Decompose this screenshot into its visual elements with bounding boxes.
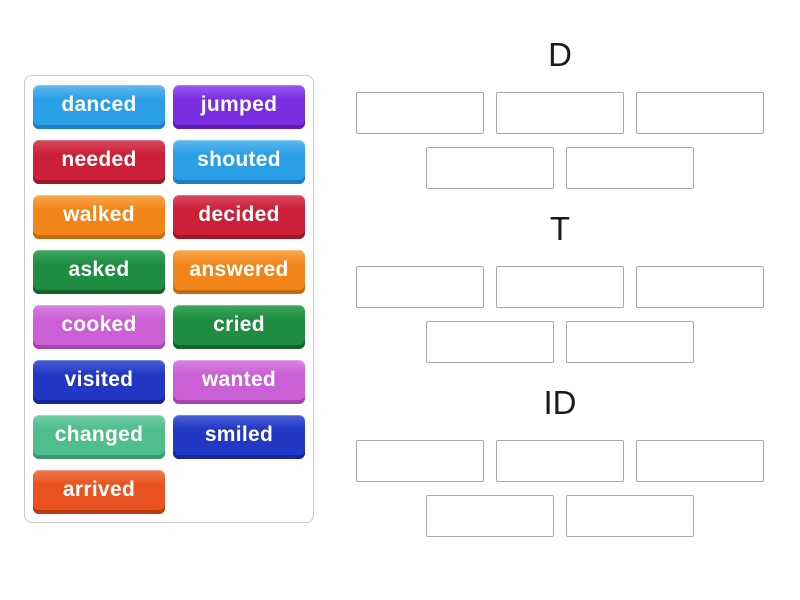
word-tile-label: asked	[68, 258, 130, 281]
drop-slot[interactable]	[426, 321, 554, 363]
word-tile[interactable]: danced	[33, 85, 165, 129]
word-tile[interactable]: needed	[33, 140, 165, 184]
slot-row	[350, 440, 770, 482]
slot-row	[350, 495, 770, 537]
drop-slot[interactable]	[356, 92, 484, 134]
word-tile[interactable]: arrived	[33, 470, 165, 514]
word-tile-label: jumped	[200, 93, 278, 116]
group-section: D	[350, 34, 770, 189]
word-tile-label: visited	[64, 368, 134, 391]
drop-slot[interactable]	[566, 321, 694, 363]
word-tile[interactable]: decided	[173, 195, 305, 239]
word-tile[interactable]: wanted	[173, 360, 305, 404]
group-title: ID	[543, 384, 577, 421]
groups-board: D T ID	[350, 34, 770, 556]
drop-slot[interactable]	[636, 440, 764, 482]
word-tile[interactable]: visited	[33, 360, 165, 404]
slot-row	[350, 147, 770, 189]
group-title: D	[548, 36, 572, 73]
slot-row	[350, 92, 770, 134]
slot-row	[350, 266, 770, 308]
group-section: T	[350, 208, 770, 363]
slot-row	[350, 321, 770, 363]
word-tile-label: changed	[54, 423, 144, 446]
word-tile[interactable]: jumped	[173, 85, 305, 129]
word-tile[interactable]: shouted	[173, 140, 305, 184]
drop-slot[interactable]	[356, 266, 484, 308]
word-tile-label: smiled	[204, 423, 274, 446]
word-tile-label: cooked	[61, 313, 137, 336]
word-tile[interactable]: cooked	[33, 305, 165, 349]
word-tile-label: answered	[189, 258, 289, 281]
word-tile[interactable]: walked	[33, 195, 165, 239]
drop-slot[interactable]	[566, 147, 694, 189]
word-tile-label: wanted	[201, 368, 277, 391]
drop-slot[interactable]	[636, 92, 764, 134]
drop-slot[interactable]	[496, 440, 624, 482]
drop-slot[interactable]	[426, 495, 554, 537]
group-section: ID	[350, 382, 770, 537]
drop-slot[interactable]	[496, 92, 624, 134]
word-tile-label: cried	[213, 313, 265, 336]
drop-slot[interactable]	[356, 440, 484, 482]
group-title: T	[549, 210, 571, 247]
word-tile[interactable]: smiled	[173, 415, 305, 459]
drop-slot[interactable]	[426, 147, 554, 189]
drop-slot[interactable]	[496, 266, 624, 308]
word-tile[interactable]: answered	[173, 250, 305, 294]
word-tile-label: decided	[198, 203, 280, 226]
word-tile-label: danced	[61, 93, 137, 116]
word-bank-panel: danced jumped needed shouted walked decided as…	[24, 75, 314, 523]
word-tile-label: arrived	[62, 478, 136, 501]
word-tile[interactable]: changed	[33, 415, 165, 459]
drop-slot[interactable]	[566, 495, 694, 537]
word-tile[interactable]: asked	[33, 250, 165, 294]
drop-slot[interactable]	[636, 266, 764, 308]
word-tile-label: needed	[61, 148, 137, 171]
word-tile-label: shouted	[197, 148, 281, 171]
word-tile[interactable]: cried	[173, 305, 305, 349]
word-tile-label: walked	[63, 203, 135, 226]
